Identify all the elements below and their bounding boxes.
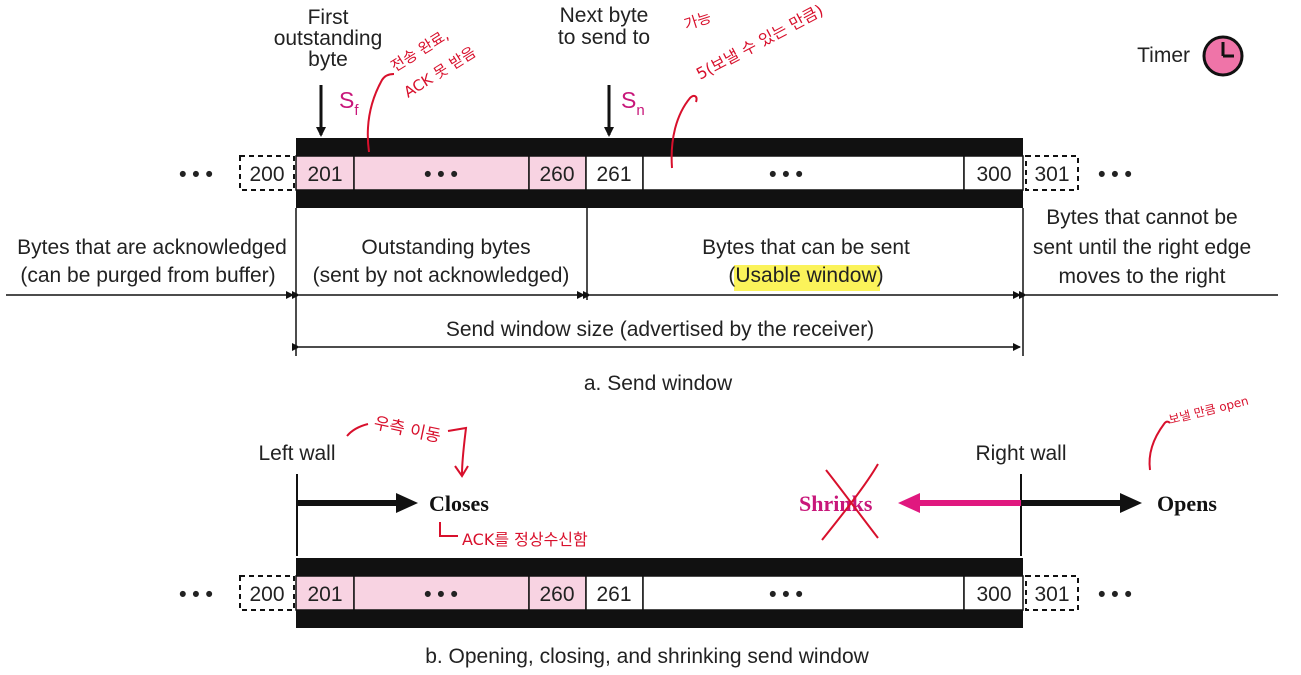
byte-cell-301 <box>1025 155 1079 191</box>
sendable-region-line2: (Usable window) <box>728 264 883 287</box>
shrinks-cross-line1 <box>825 469 879 539</box>
byte-row-b: • • • 200 201 • • • 260 261 • • • 300 30… <box>179 575 1132 611</box>
sn-symbol: Sn <box>621 87 645 119</box>
shrinks-arrow-head <box>898 493 920 513</box>
byte-cell-b-260 <box>528 575 587 611</box>
byte-cell-b-300 <box>963 575 1024 611</box>
byte-cell-261 <box>585 155 644 191</box>
window-bottom-bar <box>296 190 1023 208</box>
timer-label: Timer <box>1137 44 1190 67</box>
cannot-send-line1: Bytes that cannot be <box>1046 206 1237 229</box>
shrinks-cross-line2 <box>821 463 879 541</box>
note-left-wall-dash <box>346 423 369 437</box>
shrinks-label: Shrinks <box>799 491 873 516</box>
left-wall-label: Left wall <box>258 442 335 465</box>
note-outstanding-stroke <box>366 73 395 153</box>
first-outstanding-label-2: outstanding <box>274 27 383 50</box>
cell-201-label: 201 <box>307 163 342 186</box>
sendable-region-line1: Bytes that can be sent <box>702 236 910 259</box>
note-usable-stroke <box>670 94 698 169</box>
byte-row-a: • • • 200 201 • • • 260 261 • • • 300 30… <box>179 155 1132 191</box>
right-wall-label: Right wall <box>975 442 1066 465</box>
next-byte-label-1: Next byte <box>560 4 649 27</box>
cell-301-label: 301 <box>1034 163 1069 186</box>
cell-b-dots-a-label: • • • <box>424 583 458 606</box>
cell-260-label: 260 <box>539 163 574 186</box>
byte-cell-usable-dots <box>642 155 965 191</box>
cannot-send-line3: moves to the right <box>1059 265 1226 288</box>
note-closes: ACK를 정상수신함 <box>462 530 588 549</box>
cannot-send-line2: sent until the right edge <box>1033 236 1251 259</box>
outer-dots-left: • • • <box>179 163 213 186</box>
byte-cell-b-outstanding-dots <box>353 575 530 611</box>
sf-symbol: Sf <box>339 87 359 119</box>
note-usable-line2: 5(보낼 수 있는 만큼) <box>693 1 826 84</box>
byte-cell-260 <box>528 155 587 191</box>
cell-b-301-label: 301 <box>1034 583 1069 606</box>
outer-dots-b-left: • • • <box>179 583 213 606</box>
acked-region-line2: (can be purged from buffer) <box>20 264 275 287</box>
cell-b-200-label: 200 <box>249 583 284 606</box>
send-window-panel: First outstanding byte Sf Next byte to s… <box>6 4 1278 395</box>
opens-arrow-head <box>1120 493 1142 513</box>
note-right-wall-stroke <box>1148 420 1171 471</box>
cell-261-label: 261 <box>596 163 631 186</box>
closes-label: Closes <box>429 491 489 516</box>
clock-icon <box>1202 35 1244 77</box>
cell-b-261-label: 261 <box>596 583 631 606</box>
acked-region-line1: Bytes that are acknowledged <box>17 236 287 259</box>
outstanding-region-line1: Outstanding bytes <box>361 236 530 259</box>
window-movement-panel: Left wall Right wall Closes Shrinks Open… <box>179 442 1217 668</box>
cell-b-300-label: 300 <box>976 583 1011 606</box>
outer-dots-right: • • • <box>1098 163 1132 186</box>
caption-b: b. Opening, closing, and shrinking send … <box>425 645 869 668</box>
cell-dots-b-label: • • • <box>769 163 803 186</box>
cell-b-dots-b-label: • • • <box>769 583 803 606</box>
cell-200-label: 200 <box>249 163 284 186</box>
note-right-wall: 보낼 만큼 open <box>1167 394 1250 427</box>
cell-dots-a-label: • • • <box>424 163 458 186</box>
note-left-wall-arrow <box>447 426 469 478</box>
usable-window-highlight <box>734 265 880 291</box>
send-window-size-label: Send window size (advertised by the rece… <box>446 318 874 341</box>
byte-cell-200 <box>239 155 295 191</box>
note-closes-stroke <box>439 522 458 537</box>
caption-a: a. Send window <box>584 372 733 395</box>
cell-300-label: 300 <box>976 163 1011 186</box>
byte-cell-b-201 <box>295 575 355 611</box>
first-outstanding-label-1: First <box>308 6 349 29</box>
note-usable-line1: 가능 <box>682 8 714 34</box>
cell-b-201-label: 201 <box>307 583 342 606</box>
byte-cell-b-261 <box>585 575 644 611</box>
note-left-wall: 우측 이동 <box>372 413 443 447</box>
outstanding-region-line2: (sent by not acknowledged) <box>313 264 570 287</box>
cell-b-260-label: 260 <box>539 583 574 606</box>
outer-dots-b-right: • • • <box>1098 583 1132 606</box>
window-b-bottom-bar <box>296 610 1023 628</box>
window-b-top-bar <box>296 558 1023 576</box>
first-outstanding-label-3: byte <box>308 48 348 71</box>
window-top-bar <box>296 138 1023 156</box>
byte-cell-300 <box>963 155 1024 191</box>
byte-cell-b-usable-dots <box>642 575 965 611</box>
byte-cell-b-301 <box>1025 575 1079 611</box>
byte-cell-b-200 <box>239 575 295 611</box>
next-byte-label-2: to send to <box>558 26 650 49</box>
opens-label: Opens <box>1157 491 1217 516</box>
closes-arrow-head <box>396 493 418 513</box>
